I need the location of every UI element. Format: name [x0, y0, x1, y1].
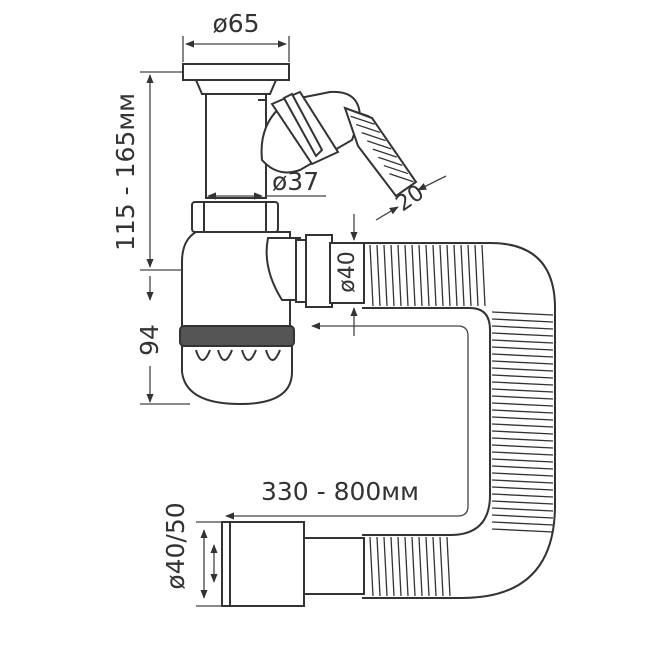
bottle-height-label: 94 — [135, 324, 164, 356]
corrugated-hose — [362, 242, 556, 599]
sink-flange — [182, 63, 290, 199]
overflow-height-label: 115 - 165мм — [111, 93, 140, 251]
flange-diameter-label: ø65 — [212, 9, 259, 38]
dimension-lines — [140, 36, 469, 607]
siphon-bottle — [179, 201, 365, 406]
outlet-diameter-label: ø37 — [272, 167, 319, 196]
overflow-elbow — [260, 90, 418, 198]
side-inlet-label: ø40 — [335, 251, 360, 292]
hose-length-label: 330 - 800мм — [261, 477, 419, 506]
drain-connection-label: ø40/50 — [161, 502, 190, 589]
drain-outlet — [221, 521, 365, 607]
